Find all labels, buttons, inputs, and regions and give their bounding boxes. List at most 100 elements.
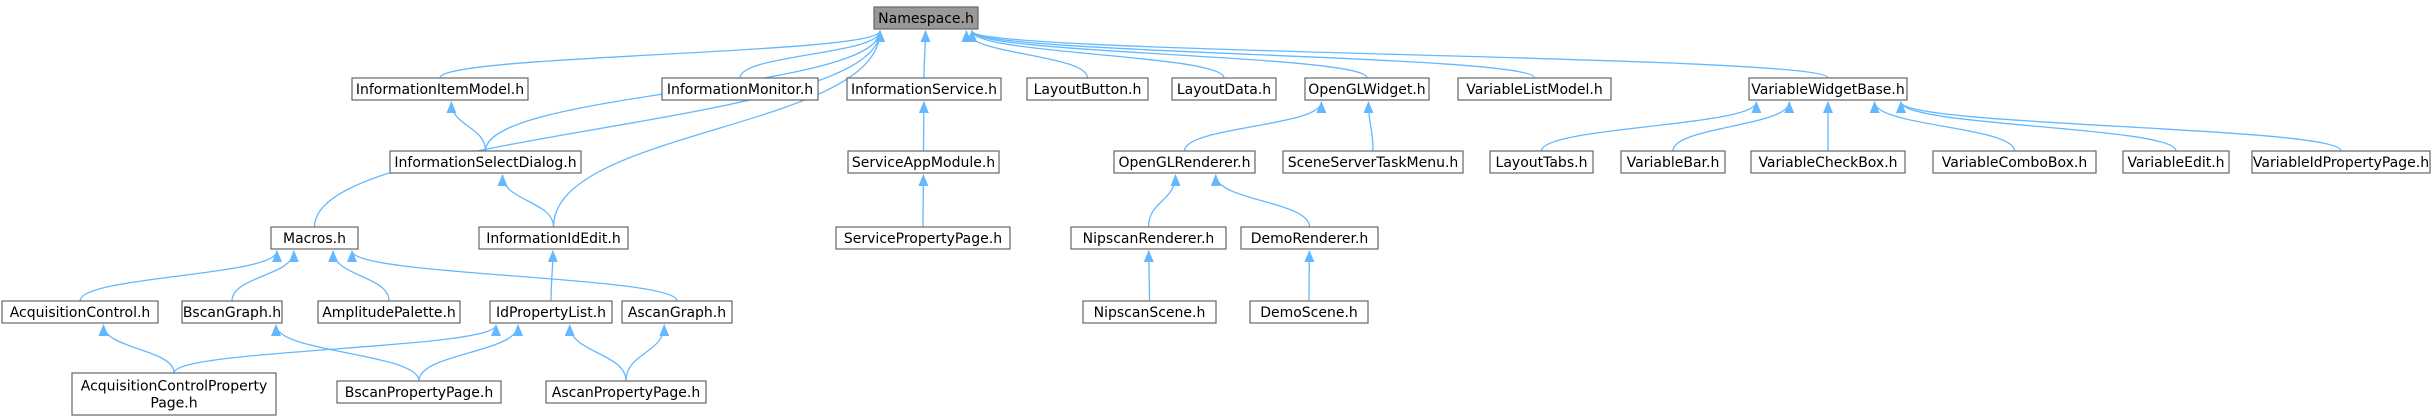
node-openglwidget[interactable]: OpenGLWidget.h bbox=[1304, 77, 1430, 101]
node-box-namespace bbox=[873, 6, 979, 30]
node-label-informationmonitor: InformationMonitor.h bbox=[667, 82, 813, 98]
node-variablecheckbox[interactable]: VariableCheckBox.h bbox=[1750, 150, 1906, 174]
node-layoutdata[interactable]: LayoutData.h bbox=[1171, 77, 1277, 101]
node-label-acquisitioncontrolpropertypage: AcquisitionControlProperty bbox=[81, 379, 268, 395]
node-label-informationselectdialog: InformationSelectDialog.h bbox=[394, 155, 576, 171]
edge-ascanpropertypage-to-idpropertylist bbox=[564, 324, 627, 382]
node-informationservice[interactable]: InformationService.h bbox=[846, 77, 1002, 101]
node-label-layoutdata: LayoutData.h bbox=[1177, 82, 1271, 98]
node-informationmonitor[interactable]: InformationMonitor.h bbox=[661, 77, 819, 101]
node-box-openglwidget bbox=[1304, 77, 1430, 101]
node-label-ascanpropertypage: AscanPropertyPage.h bbox=[552, 385, 700, 401]
edge-acquisitioncontrol-to-macros bbox=[79, 250, 282, 302]
node-label-ascangraph: AscanGraph.h bbox=[628, 305, 726, 321]
node-amplitudepalette[interactable]: AmplitudePalette.h bbox=[317, 300, 461, 324]
edge-nipscanscene-to-nipscanrenderer bbox=[1143, 250, 1154, 302]
node-label-macros: Macros.h bbox=[283, 231, 346, 247]
node-label-idpropertylist: IdPropertyList.h bbox=[496, 305, 606, 321]
node-nipscanrenderer[interactable]: NipscanRenderer.h bbox=[1070, 226, 1227, 250]
node-variablelistmodel[interactable]: VariableListModel.h bbox=[1457, 77, 1612, 101]
node-demoscene[interactable]: DemoScene.h bbox=[1249, 300, 1369, 324]
node-box-variableidpropertypage bbox=[2251, 150, 2431, 174]
edge-bscanpropertypage-to-bscangraph bbox=[271, 324, 420, 382]
edge-informationitemmodel-to-namespace bbox=[439, 30, 885, 79]
node-ascangraph[interactable]: AscanGraph.h bbox=[621, 300, 733, 324]
node-label-acquisitioncontrol: AcquisitionControl.h bbox=[10, 305, 151, 321]
node-label-bscanpropertypage: BscanPropertyPage.h bbox=[345, 385, 494, 401]
edge-variablewidgetbase-to-namespace bbox=[967, 30, 1829, 79]
node-demorenderer[interactable]: DemoRenderer.h bbox=[1240, 226, 1379, 250]
node-label-bscangraph: BscanGraph.h bbox=[183, 305, 281, 321]
edge-acquisitioncontrolpropertypage-to-idpropertylist bbox=[173, 324, 501, 374]
node-bscanpropertypage[interactable]: BscanPropertyPage.h bbox=[336, 380, 502, 404]
node-bscangraph[interactable]: BscanGraph.h bbox=[181, 300, 283, 324]
node-box-variablecombobox bbox=[1932, 150, 2097, 174]
node-label-informationidedit: InformationIdEdit.h bbox=[486, 231, 621, 247]
node-variablebar[interactable]: VariableBar.h bbox=[1620, 150, 1726, 174]
node-ascanpropertypage[interactable]: AscanPropertyPage.h bbox=[545, 380, 707, 404]
node-box-informationservice bbox=[846, 77, 1002, 101]
edge-macros-to-namespace bbox=[313, 30, 885, 228]
node-label-namespace: Namespace.h bbox=[878, 11, 974, 27]
edge-openglrenderer-to-openglwidget bbox=[1183, 101, 1327, 152]
node-namespace[interactable]: Namespace.h bbox=[873, 6, 979, 30]
node-variablecombobox[interactable]: VariableComboBox.h bbox=[1932, 150, 2097, 174]
edge-amplitudepalette-to-macros bbox=[328, 250, 390, 302]
edge-sceneservertaskmenu-to-openglwidget bbox=[1363, 101, 1374, 152]
node-idpropertylist[interactable]: IdPropertyList.h bbox=[489, 300, 613, 324]
node-box-layouttabs bbox=[1489, 150, 1594, 174]
node-box-layoutdata bbox=[1171, 77, 1277, 101]
node-label-demorenderer: DemoRenderer.h bbox=[1251, 231, 1369, 247]
edge-layouttabs-to-variablewidgetbase bbox=[1540, 101, 1762, 152]
edge-layer bbox=[79, 30, 2342, 382]
node-label-variableedit: VariableEdit.h bbox=[2127, 155, 2224, 171]
node-box-macros bbox=[270, 226, 359, 250]
node-box-nipscanscene bbox=[1082, 300, 1217, 324]
node-label-nipscanrenderer: NipscanRenderer.h bbox=[1083, 231, 1215, 247]
node-box-variableedit bbox=[2122, 150, 2230, 174]
node-informationselectdialog[interactable]: InformationSelectDialog.h bbox=[389, 150, 582, 174]
node-variableidpropertypage[interactable]: VariableIdPropertyPage.h bbox=[2251, 150, 2431, 174]
node-label-variablewidgetbase: VariableWidgetBase.h bbox=[1751, 82, 1904, 98]
node-openglrenderer[interactable]: OpenGLRenderer.h bbox=[1113, 150, 1256, 174]
edge-bscanpropertypage-to-idpropertylist bbox=[418, 324, 523, 382]
node-box-sceneservertaskmenu bbox=[1282, 150, 1464, 174]
node-serviceappmodule[interactable]: ServiceAppModule.h bbox=[847, 150, 1000, 174]
node-sceneservertaskmenu[interactable]: SceneServerTaskMenu.h bbox=[1282, 150, 1464, 174]
edge-variablecombobox-to-variablewidgetbase bbox=[1869, 101, 2016, 152]
node-layoutbutton[interactable]: LayoutButton.h bbox=[1026, 77, 1149, 101]
node-macros[interactable]: Macros.h bbox=[270, 226, 359, 250]
edge-acquisitioncontrolpropertypage-to-acquisitioncontrol bbox=[98, 324, 175, 374]
node-label-variablelistmodel: VariableListModel.h bbox=[1466, 82, 1603, 98]
node-informationitemmodel[interactable]: InformationItemModel.h bbox=[351, 77, 529, 101]
node-box-variablecheckbox bbox=[1750, 150, 1906, 174]
edge-informationservice-to-namespace bbox=[920, 30, 931, 79]
edge-variablelistmodel-to-namespace bbox=[967, 30, 1536, 79]
node-label-variablebar: VariableBar.h bbox=[1627, 155, 1720, 171]
node-box-serviceappmodule bbox=[847, 150, 1000, 174]
node-box-informationselectdialog bbox=[389, 150, 582, 174]
edge-variablebar-to-variablewidgetbase bbox=[1672, 101, 1795, 152]
node-informationidedit[interactable]: InformationIdEdit.h bbox=[478, 226, 629, 250]
node-box-variablewidgetbase bbox=[1748, 77, 1908, 101]
edge-demorenderer-to-openglrenderer bbox=[1210, 174, 1311, 228]
node-box-informationitemmodel bbox=[351, 77, 529, 101]
node-label-informationitemmodel: InformationItemModel.h bbox=[356, 82, 524, 98]
node-nipscanscene[interactable]: NipscanScene.h bbox=[1082, 300, 1217, 324]
edge-nipscanrenderer-to-openglrenderer bbox=[1147, 174, 1181, 228]
node-variableedit[interactable]: VariableEdit.h bbox=[2122, 150, 2230, 174]
edge-variableidpropertypage-to-variablewidgetbase bbox=[1896, 101, 2342, 152]
node-variablewidgetbase[interactable]: VariableWidgetBase.h bbox=[1748, 77, 1908, 101]
node-label-openglwidget: OpenGLWidget.h bbox=[1308, 82, 1425, 98]
node-label-variablecombobox: VariableComboBox.h bbox=[1942, 155, 2087, 171]
node-label-nipscanscene: NipscanScene.h bbox=[1094, 305, 1206, 321]
node-label-variableidpropertypage: VariableIdPropertyPage.h bbox=[2253, 155, 2429, 171]
node-servicepropertypage[interactable]: ServicePropertyPage.h bbox=[835, 226, 1011, 250]
node-label-variablecheckbox: VariableCheckBox.h bbox=[1758, 155, 1897, 171]
node-acquisitioncontrol[interactable]: AcquisitionControl.h bbox=[1, 300, 159, 324]
node-box-ascanpropertypage bbox=[545, 380, 707, 404]
node-layouttabs[interactable]: LayoutTabs.h bbox=[1489, 150, 1594, 174]
